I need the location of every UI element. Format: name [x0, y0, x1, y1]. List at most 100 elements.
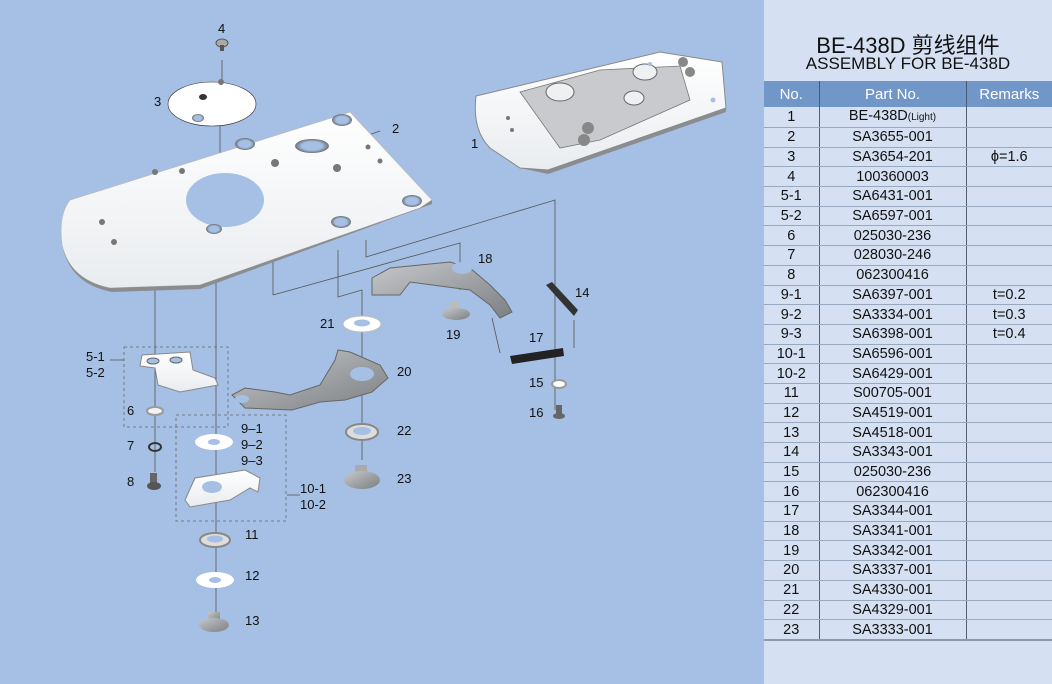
- callout-12: 12: [245, 568, 260, 583]
- cell-no: 9-1: [764, 285, 820, 306]
- callout-13: 13: [245, 613, 260, 628]
- cell-remarks: [966, 560, 1052, 581]
- part-20-lever: [231, 349, 389, 411]
- diagram-artwork: [60, 38, 727, 632]
- cell-no: 9-3: [764, 324, 820, 345]
- assembly-title-en: ASSEMBLY FOR BE-438D: [805, 54, 1011, 73]
- part-number: SA6397-001: [852, 286, 933, 303]
- cell-remarks: t=0.4: [966, 324, 1052, 345]
- part-number: 025030-236: [853, 464, 932, 481]
- cell-no: 13: [764, 422, 820, 443]
- cell-no: 2: [764, 127, 820, 148]
- part-number: 100360003: [856, 168, 929, 185]
- cell-remarks: [966, 481, 1052, 503]
- cell-no: 4: [764, 166, 820, 188]
- part-15-washer: [551, 379, 567, 389]
- column-header-no: No.: [764, 81, 820, 107]
- cell-part-no: SA6596-001: [819, 344, 967, 365]
- cell-remarks: t=0.2: [966, 285, 1052, 306]
- table-row: 10-1 SA6596-001: [764, 344, 1052, 365]
- callout-15: 15: [529, 375, 544, 390]
- cell-no: 12: [764, 403, 820, 424]
- cell-part-no: 062300416: [819, 265, 967, 286]
- cell-remarks: ϕ=1.6: [966, 147, 1052, 168]
- part-23-step-stud: [344, 465, 380, 489]
- part-3-needle-plate: [167, 79, 257, 127]
- cell-part-no: SA3344-001: [819, 501, 967, 522]
- cell-remarks: [966, 600, 1052, 621]
- callout-11: 11: [245, 527, 259, 542]
- cell-part-no: S00705-001: [819, 383, 967, 404]
- cell-no: 21: [764, 580, 820, 601]
- cell-remarks: [966, 107, 1052, 128]
- column-header-part-no: Part No.: [819, 81, 967, 107]
- cell-no: 10-2: [764, 363, 820, 384]
- cell-no: 9-2: [764, 304, 820, 325]
- cell-no: 5-1: [764, 186, 820, 207]
- cell-part-no: 025030-236: [819, 225, 967, 247]
- cell-remarks: [966, 422, 1052, 443]
- part-number: SA3655-001: [852, 129, 933, 146]
- cell-part-no: SA4518-001: [819, 422, 967, 443]
- part-2-plate: [60, 111, 433, 292]
- cell-no: 11: [764, 383, 820, 404]
- callout-4: 4: [218, 21, 226, 36]
- cell-remarks: [966, 501, 1052, 522]
- cell-no: 8: [764, 265, 820, 286]
- cell-remarks: [966, 363, 1052, 384]
- callout-7: 7: [127, 438, 135, 453]
- part-4-screw: [215, 38, 229, 51]
- part-number: 062300416: [856, 267, 929, 284]
- callout-8: 8: [127, 474, 135, 489]
- table-row: 4 100360003: [764, 166, 1052, 188]
- part-number: SA4330-001: [852, 582, 933, 599]
- callout-22: 22: [397, 423, 412, 438]
- cell-remarks: [966, 403, 1052, 424]
- cell-no: 3: [764, 147, 820, 168]
- exploded-diagram: 1 2 3 4 5-1 5-2 6 7 8 9–1 9–2 9–3 10-1 1…: [60, 21, 727, 632]
- part-number: SA6596-001: [852, 345, 933, 362]
- group-boxes: [123, 346, 287, 522]
- part-number: SA3341-001: [852, 523, 933, 540]
- table-row: 18 SA3341-001: [764, 521, 1052, 542]
- cell-remarks: [966, 206, 1052, 227]
- assembly-title-cn: BE-438D 剪线组件: [816, 33, 1000, 58]
- cell-part-no: SA3342-001: [819, 540, 967, 562]
- cell-no: 10-1: [764, 344, 820, 365]
- cell-part-no: 025030-236: [819, 462, 967, 483]
- cell-part-no: SA6398-001: [819, 324, 967, 345]
- part-number: SA3342-001: [852, 542, 933, 559]
- cell-part-no: SA4330-001: [819, 580, 967, 601]
- cell-part-no: SA4329-001: [819, 600, 967, 621]
- cell-part-no: SA3334-001: [819, 304, 967, 325]
- cell-part-no: BE-438D(Light): [819, 107, 967, 128]
- part-5-knife: [139, 351, 219, 393]
- part-number: SA3344-001: [852, 503, 933, 520]
- cell-part-no: 100360003: [819, 166, 967, 188]
- cell-remarks: [966, 462, 1052, 483]
- part-number: SA6398-001: [852, 326, 933, 343]
- table-row: 21 SA4330-001: [764, 580, 1052, 601]
- cell-part-no: SA6597-001: [819, 206, 967, 227]
- cell-part-no: SA3343-001: [819, 442, 967, 463]
- cell-no: 20: [764, 560, 820, 581]
- part-7-spring-washer: [148, 442, 162, 452]
- callout-23: 23: [397, 471, 412, 486]
- part-number: SA3334-001: [852, 306, 933, 323]
- callout-5: 5-1 5-2: [86, 349, 105, 380]
- cell-remarks: [966, 383, 1052, 404]
- part-number: 025030-236: [853, 227, 932, 244]
- table-row: 8 062300416: [764, 265, 1052, 286]
- cell-no: 18: [764, 521, 820, 542]
- callout-10: 10-1 10-2: [300, 481, 327, 512]
